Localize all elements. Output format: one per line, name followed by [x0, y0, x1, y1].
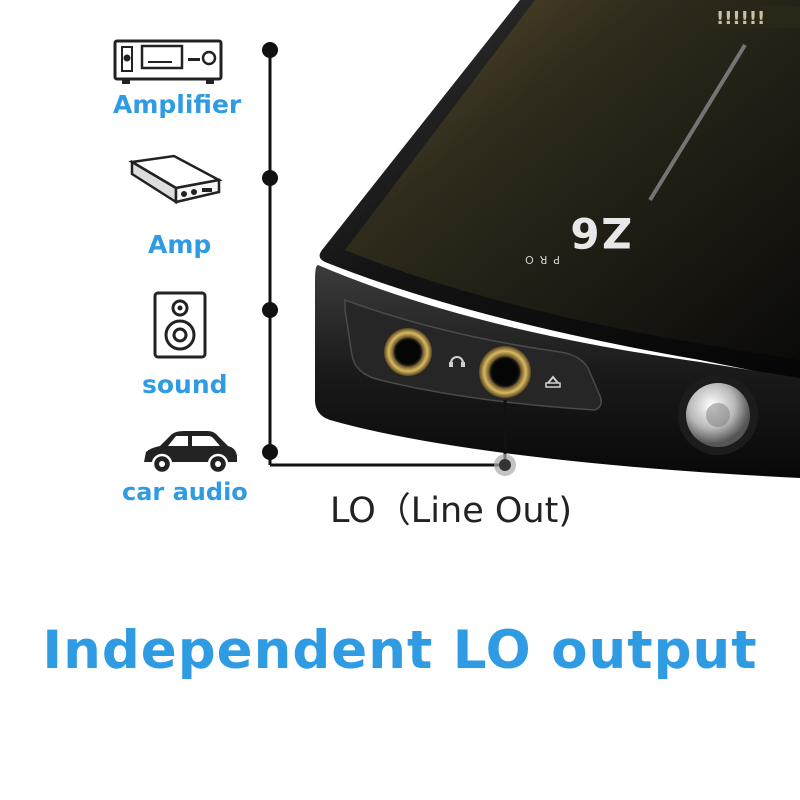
amplifier-icon — [113, 39, 223, 84]
speaker-icon — [153, 291, 207, 359]
line-out-label: LO（Line Out) — [330, 491, 572, 531]
car-audio-label: car audio — [122, 478, 248, 506]
headline: Independent LO output — [42, 620, 758, 681]
svg-text:!!!!!!: !!!!!! — [716, 8, 765, 29]
amplifier-label: Amplifier — [113, 90, 242, 119]
connector-dot — [262, 444, 278, 460]
portable-amp-icon — [128, 154, 223, 205]
car-icon — [144, 431, 237, 475]
music-player-illustration: !!!!!! Z6 PRO — [262, 0, 800, 478]
svg-text:PRO: PRO — [519, 253, 560, 266]
sound-label: sound — [142, 370, 228, 399]
svg-text:Z6: Z6 — [568, 208, 632, 257]
connector-dot — [262, 42, 278, 58]
amp-label: Amp — [148, 230, 212, 259]
connector-dot — [262, 170, 278, 186]
connector-dot — [262, 302, 278, 318]
z6-logo: Z6 PRO — [519, 208, 632, 266]
